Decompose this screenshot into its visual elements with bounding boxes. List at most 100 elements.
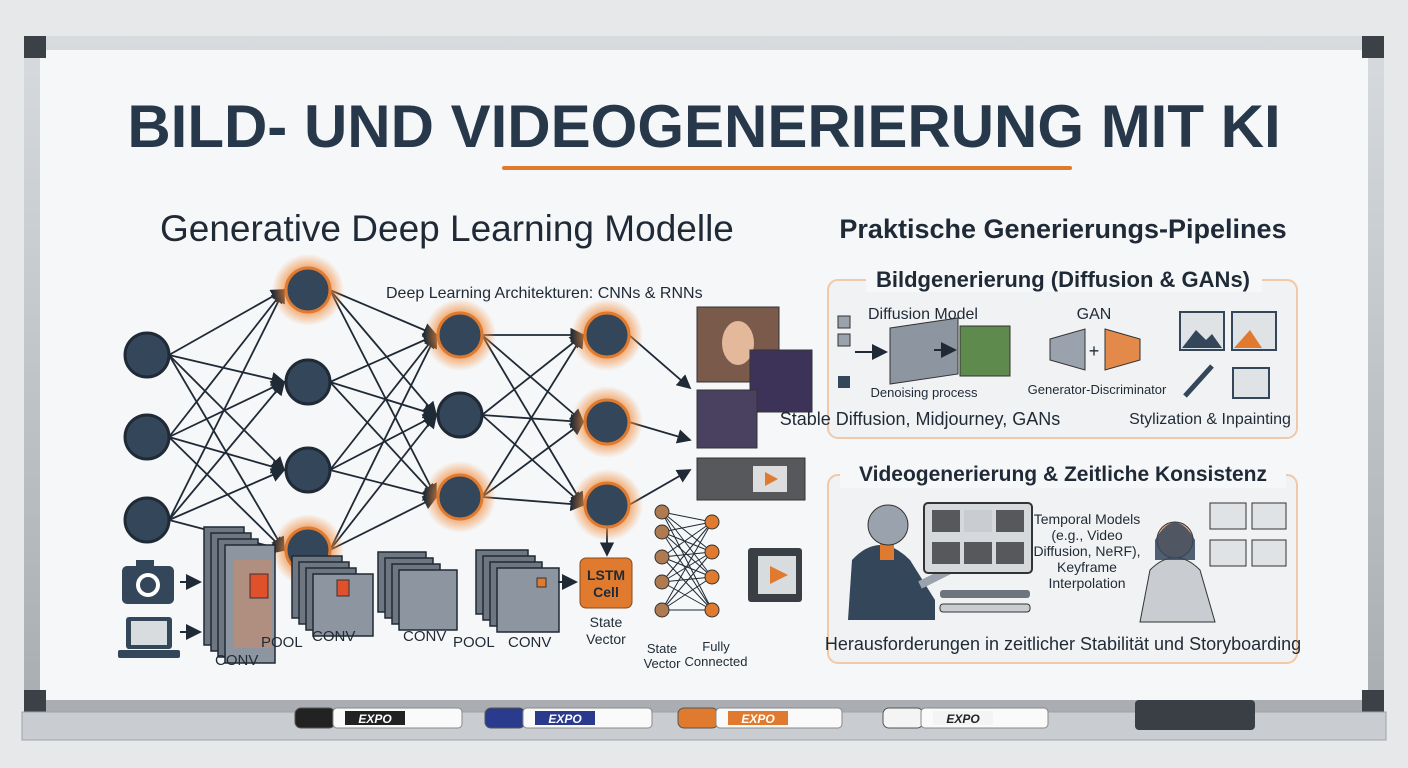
temporal-text-line: Keyframe [1057, 559, 1117, 575]
fc-edge [661, 511, 713, 523]
corner [24, 36, 46, 58]
marker-cap [677, 707, 719, 729]
fc-node [654, 549, 670, 565]
network-edge [481, 333, 585, 416]
network-edge [329, 333, 438, 471]
network-edge [168, 288, 286, 438]
network-edge [329, 289, 438, 337]
fc-edge [661, 511, 713, 611]
fc-node [654, 574, 670, 590]
noise-inputs [837, 315, 851, 388]
fc-edge [661, 556, 713, 611]
gan-label: GAN [1077, 306, 1112, 323]
diffusion-label: Diffusion Model [868, 306, 978, 323]
network-node [583, 481, 631, 529]
camera-icon [122, 560, 174, 604]
feature-map [496, 567, 560, 633]
network-node [284, 446, 332, 494]
marker-brand: EXPO [548, 712, 582, 726]
corner [24, 690, 46, 714]
fc-edge [661, 531, 713, 553]
network-edge [329, 413, 438, 551]
temporal-text-line: Interpolation [1048, 575, 1125, 591]
marker-brand: EXPO [358, 712, 392, 726]
network-edge [329, 333, 437, 551]
network-edge [168, 436, 286, 552]
network-edge [168, 354, 285, 552]
network-edge [168, 380, 286, 438]
eraser [1135, 700, 1255, 730]
marker-cap [294, 707, 336, 729]
magic-wand-icon [1183, 364, 1214, 398]
layer-label: POOL [453, 634, 495, 651]
image-caption-right: Stylization & Inpainting [1129, 411, 1291, 428]
network-edge [168, 380, 286, 521]
layer-label: CONV [508, 634, 551, 651]
kernel [336, 579, 350, 597]
network-edge [481, 334, 584, 507]
marker-cap [484, 707, 526, 729]
fc-node [654, 602, 670, 618]
cnn-layers [203, 526, 578, 664]
video-box-title: Videogenerierung & Zeitliche Konsistenz [859, 463, 1267, 486]
corner [1362, 690, 1384, 714]
lstm-label: Cell [593, 584, 619, 600]
network-node [583, 398, 631, 446]
layer-label: CONV [215, 652, 258, 669]
generated-images [696, 306, 813, 602]
fc-edge [661, 581, 713, 611]
network-edge [329, 289, 438, 417]
network-edge [168, 289, 286, 356]
neural-network [123, 254, 720, 618]
lstm-cell [579, 557, 633, 609]
kernel [249, 573, 269, 599]
corner [1362, 36, 1384, 58]
network-edge [168, 354, 286, 387]
network-node [583, 311, 631, 359]
laptop-icon [118, 617, 180, 658]
play-icon [765, 472, 778, 486]
page-title: BILD- UND VIDEOGENERIERUNG MIT KI [127, 93, 1280, 160]
plus-sign: + [1089, 341, 1100, 361]
right-heading: Praktische Generierungs-Pipelines [839, 214, 1286, 244]
fc-edge [661, 576, 713, 611]
network-edge [168, 288, 285, 521]
video-frames-screen [923, 502, 1033, 613]
network-node [123, 496, 171, 544]
presenter-woman-illustration [1139, 502, 1287, 623]
feature-map [398, 569, 458, 631]
generated-landscape [959, 325, 1011, 377]
network-edge [481, 413, 585, 429]
denoising-label: Denoising process [871, 385, 978, 400]
fc-edge [661, 551, 713, 611]
network-edge [329, 381, 438, 419]
state-vector-label: State [647, 641, 677, 656]
generator-icon [1049, 328, 1086, 371]
network-node [123, 331, 171, 379]
network-edge [329, 333, 438, 383]
fully-connected-label: Fully [702, 639, 730, 654]
network-edge [329, 289, 437, 499]
fc-edge [661, 521, 713, 611]
network-node [436, 311, 484, 359]
fc-edge [661, 531, 713, 611]
state-vector-label: State [590, 614, 623, 630]
fully-connected-label: Connected [685, 654, 748, 669]
fantasy-image [749, 349, 813, 413]
state-vector-label: Vector [644, 656, 682, 671]
fc-edge [661, 511, 713, 578]
network-edge [329, 496, 438, 551]
fc-node [704, 544, 720, 560]
marker-label-band [535, 711, 595, 725]
network-edge [481, 333, 584, 498]
network-edge [168, 354, 286, 472]
gan-sub-label: Generator-Discriminator [1028, 382, 1167, 397]
fc-edge [661, 551, 713, 558]
temporal-text-line: (e.g., Video [1051, 527, 1123, 543]
network-edge [481, 420, 585, 498]
network-edge [168, 436, 286, 474]
fc-node [704, 569, 720, 585]
temporal-text-line: Temporal Models [1034, 511, 1141, 527]
